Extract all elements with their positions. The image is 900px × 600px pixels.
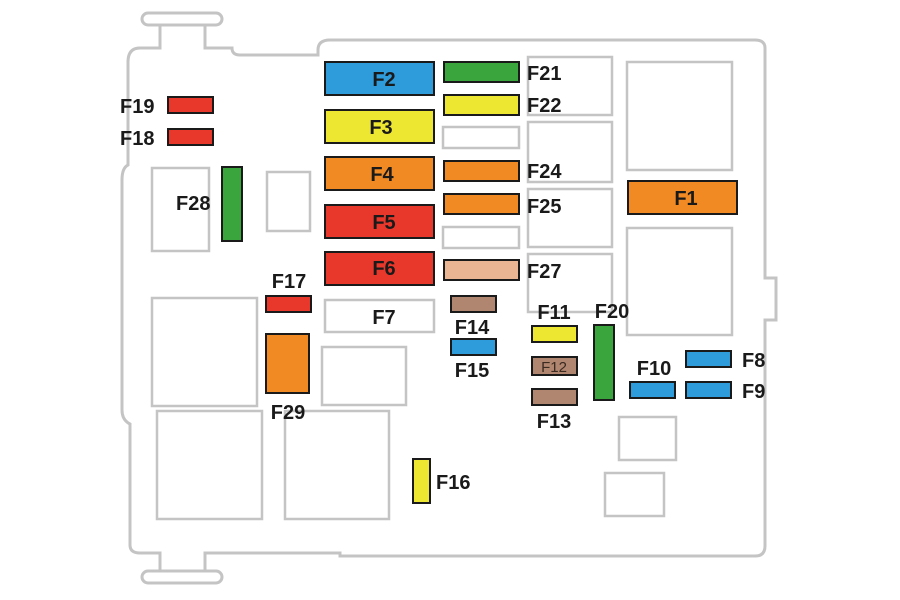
relay-slot: [625, 60, 734, 172]
relay-slot: [526, 252, 614, 314]
fuse-f17: [265, 295, 312, 313]
fuse-f24: [443, 160, 520, 182]
fuse-f18-label: F18: [120, 128, 154, 150]
relay-slot: [150, 296, 259, 408]
fuse-f14: [450, 295, 497, 313]
relay-slot: [603, 471, 666, 518]
fuse-f2: [324, 61, 435, 96]
top-mounting-tab: [140, 11, 224, 27]
relay-slot: [155, 409, 264, 521]
fuse-f13-label: F13: [537, 411, 571, 433]
fuse-f7-label: F7: [372, 307, 395, 329]
relay-slot: [526, 120, 614, 184]
fuse-f9-label: F9: [742, 381, 765, 403]
fuse-f24-label: F24: [527, 161, 562, 183]
fuse-f12-label: F12: [541, 359, 567, 376]
fuse-f25-label: F25: [527, 196, 561, 218]
fuse-f20: [593, 324, 615, 401]
fuse-f5-label: F5: [372, 212, 395, 234]
fuse-f11: [531, 325, 578, 343]
bottom-mounting-tab: [140, 569, 224, 585]
fuse-f1-label: F1: [674, 188, 697, 210]
fuse-f14-label: F14: [455, 317, 490, 339]
fuse-f19: [167, 96, 214, 114]
fuse-f13: [531, 388, 578, 406]
fuse-f5: [324, 204, 435, 239]
fuse-f28: [221, 166, 243, 242]
empty-fuse-slot: [441, 225, 521, 250]
fuse-f15: [450, 338, 497, 356]
fuse-f7: [323, 298, 436, 334]
relay-slot: [265, 170, 312, 233]
empty-slots: [150, 55, 734, 521]
fuse-f10-label: F10: [637, 358, 671, 380]
fuse-f16-label: F16: [436, 472, 470, 494]
fuse-f8-label: F8: [742, 350, 765, 372]
fuse-f16: [412, 458, 431, 504]
fuse-f15-label: F15: [455, 360, 489, 382]
fuse-f12: [531, 356, 578, 376]
fuse-f6: [324, 251, 435, 286]
fuse-f6-label: F6: [372, 258, 395, 280]
relay-slot: [526, 187, 614, 249]
fuse-f8: [685, 350, 732, 368]
fuse-f29: [265, 333, 310, 394]
fuse-f1: [627, 180, 738, 215]
relay-slot: [625, 226, 734, 337]
fuse-f21: [443, 61, 520, 83]
fuse-f17-label: F17: [272, 271, 306, 293]
empty-fuse-slot: [441, 125, 521, 150]
relay-slot: [526, 55, 614, 117]
fuse-f18: [167, 128, 214, 146]
relay-slot: [320, 345, 408, 407]
fuses: F1 F2 F3 F4 F5 F6 F7 F8 F9 F10 F11 F12: [120, 61, 765, 504]
fuse-f29-label: F29: [271, 402, 305, 424]
fuse-f25: [443, 193, 520, 215]
fuse-f3-label: F3: [369, 117, 392, 139]
fuse-f22: [443, 94, 520, 116]
fuse-f19-label: F19: [120, 96, 154, 118]
fuse-f22-label: F22: [527, 95, 561, 117]
fuse-f21-label: F21: [527, 63, 561, 85]
fuse-f20-label: F20: [595, 301, 629, 323]
relay-slot: [283, 409, 391, 521]
fuse-f3: [324, 109, 435, 144]
fuse-f4: [324, 156, 435, 191]
fuse-f28-label: F28: [176, 193, 210, 215]
relay-slot: [617, 415, 678, 462]
fuse-f11-label: F11: [537, 302, 570, 324]
fuse-f2-label: F2: [372, 69, 395, 91]
fuse-f10: [629, 381, 676, 399]
relay-slot: [150, 166, 211, 253]
fuse-f27: [443, 259, 520, 281]
fuse-f9: [685, 381, 732, 399]
fuse-f4-label: F4: [370, 164, 394, 186]
fuse-f27-label: F27: [527, 261, 561, 283]
